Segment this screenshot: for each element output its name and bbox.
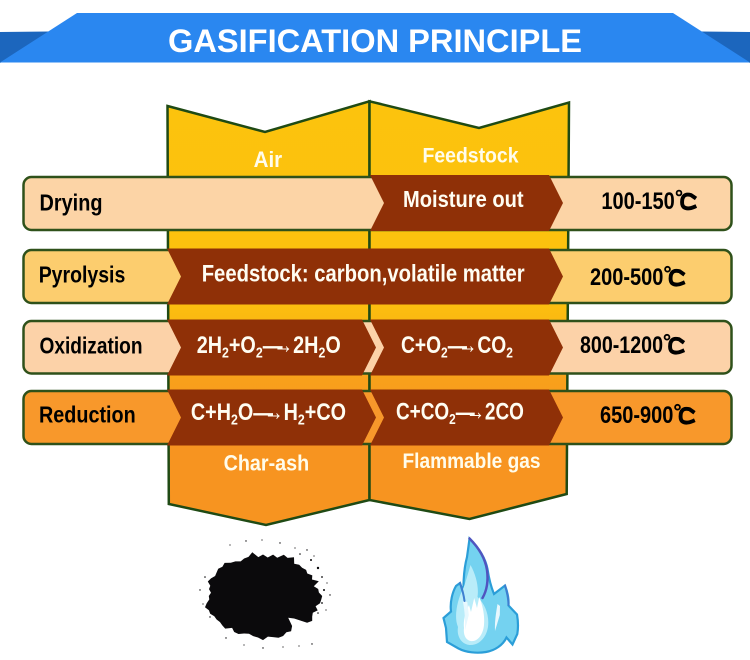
- svg-text:Pyrolysis: Pyrolysis: [39, 261, 126, 287]
- svg-text:C+H2O―→H2+CO: C+H2O―→H2+CO: [191, 398, 346, 428]
- svg-text:Feedstock: Feedstock: [423, 145, 519, 168]
- svg-text:Oxidization: Oxidization: [40, 332, 143, 358]
- svg-text:C+CO2―→2CO: C+CO2―→2CO: [396, 397, 524, 427]
- svg-text:Moisture out: Moisture out: [403, 186, 524, 212]
- svg-text:Flammable gas: Flammable gas: [403, 450, 541, 473]
- svg-text:Air: Air: [254, 147, 283, 172]
- svg-text:Reduction: Reduction: [39, 401, 136, 427]
- svg-text:100-150: 100-150: [601, 188, 674, 215]
- svg-text:GASIFICATION PRINCIPLE: GASIFICATION PRINCIPLE: [168, 23, 582, 59]
- svg-text:Drying: Drying: [40, 190, 103, 216]
- svg-text:2H2+O2―→2H2O: 2H2+O2―→2H2O: [197, 331, 341, 361]
- svg-text:Char-ash: Char-ash: [224, 450, 310, 475]
- svg-text:Feedstock: carbon,volatile mat: Feedstock: carbon,volatile matter: [202, 261, 525, 288]
- svg-text:C+O2―→CO2: C+O2―→CO2: [401, 331, 513, 361]
- svg-text:200-500: 200-500: [590, 264, 663, 291]
- svg-text:650-900: 650-900: [600, 402, 673, 429]
- svg-text:800-1200: 800-1200: [580, 332, 663, 359]
